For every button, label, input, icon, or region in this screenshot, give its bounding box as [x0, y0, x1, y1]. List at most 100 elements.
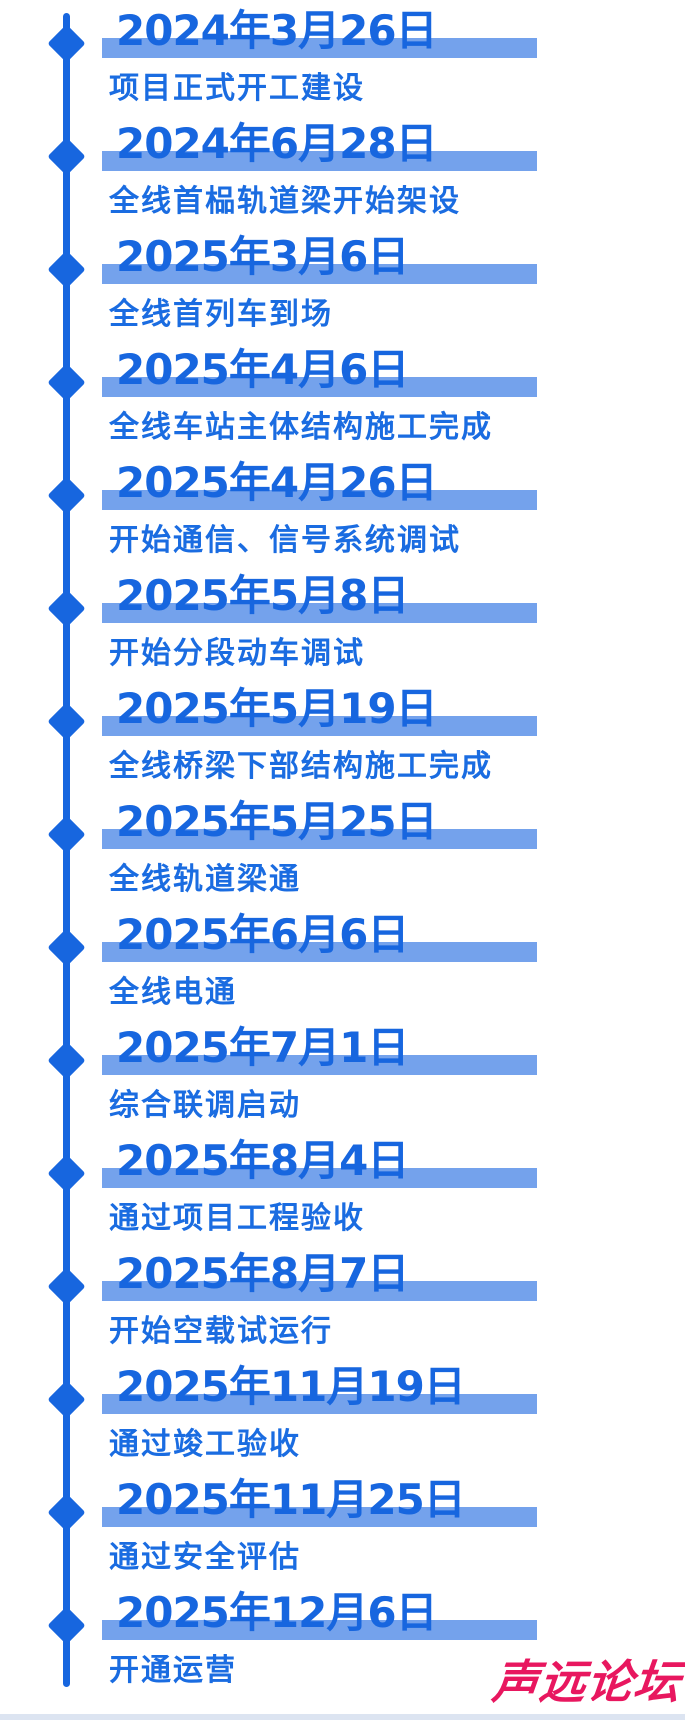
timeline-item: 2025年12月6日 开通运营 [0, 1592, 685, 1705]
watermark-logo: 声远论坛 [489, 1655, 684, 1709]
timeline-item: 2025年4月26日 开始通信、信号系统调试 [0, 462, 685, 575]
diamond-marker-icon [47, 1493, 86, 1532]
timeline-item: 2025年5月19日 全线桥梁下部结构施工完成 [0, 688, 685, 801]
milestone-date-row: 2025年7月1日 [102, 1023, 685, 1085]
milestone-description: 全线首列车到场 [109, 297, 333, 332]
milestone-date-row: 2024年6月28日 [102, 119, 685, 181]
milestone-description: 通过安全评估 [109, 1540, 301, 1575]
milestone-description: 开始通信、信号系统调试 [109, 523, 461, 558]
milestone-date-row: 2025年4月6日 [102, 345, 685, 407]
timeline-items: 2024年3月26日 项目正式开工建设 2024年6月28日 全线首榀轨道梁开始… [0, 10, 685, 1705]
milestone-date-row: 2025年5月8日 [102, 571, 685, 633]
milestone-description: 全线首榀轨道梁开始架设 [109, 184, 461, 219]
milestone-date: 2025年4月6日 [116, 345, 409, 394]
milestone-date: 2024年3月26日 [116, 6, 438, 55]
date-highlight-bar [102, 151, 537, 171]
milestone-date-row: 2025年3月6日 [102, 232, 685, 294]
diamond-marker-icon [47, 1267, 86, 1306]
date-highlight-bar [102, 829, 537, 849]
milestone-description: 通过竣工验收 [109, 1427, 301, 1462]
milestone-date-row: 2025年6月6日 [102, 910, 685, 972]
milestone-date: 2025年11月19日 [116, 1362, 466, 1411]
milestone-date-row: 2025年11月19日 [102, 1362, 685, 1424]
timeline-item: 2025年5月8日 开始分段动车调试 [0, 575, 685, 688]
timeline-item: 2025年8月7日 开始空载试运行 [0, 1253, 685, 1366]
milestone-content: 2025年12月6日 开通运营 [102, 1588, 685, 1688]
diamond-marker-icon [47, 250, 86, 289]
date-highlight-bar [102, 1620, 537, 1640]
milestone-content: 2025年8月4日 通过项目工程验收 [102, 1136, 685, 1234]
date-highlight-bar [102, 264, 537, 284]
timeline-item: 2025年7月1日 综合联调启动 [0, 1027, 685, 1140]
milestone-content: 2024年6月28日 全线首榀轨道梁开始架设 [102, 119, 685, 219]
milestone-content: 2025年11月19日 通过竣工验收 [102, 1362, 685, 1462]
milestone-content: 2025年5月8日 开始分段动车调试 [102, 571, 685, 671]
milestone-date-row: 2025年4月26日 [102, 458, 685, 520]
milestone-date-row: 2025年5月25日 [102, 797, 685, 859]
milestone-date: 2025年8月4日 [116, 1136, 409, 1185]
milestone-date: 2025年7月1日 [116, 1023, 409, 1072]
diamond-marker-icon [47, 702, 86, 741]
milestone-content: 2025年11月25日 通过安全评估 [102, 1475, 685, 1575]
date-highlight-bar [102, 490, 537, 510]
milestone-description: 全线车站主体结构施工完成 [109, 410, 493, 445]
timeline-item: 2025年8月4日 通过项目工程验收 [0, 1140, 685, 1253]
milestone-description: 开通运营 [109, 1653, 237, 1688]
milestone-content: 2025年6月6日 全线电通 [102, 910, 685, 1010]
milestone-description: 全线轨道梁通 [109, 862, 301, 897]
bottom-divider [0, 1714, 685, 1720]
milestone-content: 2025年3月6日 全线首列车到场 [102, 232, 685, 332]
diamond-marker-icon [47, 1606, 86, 1645]
milestone-description: 开始空载试运行 [109, 1314, 333, 1349]
timeline-item: 2025年3月6日 全线首列车到场 [0, 236, 685, 349]
timeline-item: 2025年11月19日 通过竣工验收 [0, 1366, 685, 1479]
milestone-content: 2025年5月19日 全线桥梁下部结构施工完成 [102, 684, 685, 784]
diamond-marker-icon [47, 815, 86, 854]
date-highlight-bar [102, 1281, 537, 1301]
diamond-marker-icon [47, 1380, 86, 1419]
milestone-date: 2025年4月26日 [116, 458, 438, 507]
milestone-date: 2025年5月8日 [116, 571, 409, 620]
date-highlight-bar [102, 1168, 537, 1188]
milestone-date: 2025年6月6日 [116, 910, 409, 959]
timeline-item: 2025年6月6日 全线电通 [0, 914, 685, 1027]
milestone-content: 2025年8月7日 开始空载试运行 [102, 1249, 685, 1349]
milestone-description: 开始分段动车调试 [109, 636, 365, 671]
milestone-content: 2024年3月26日 项目正式开工建设 [102, 6, 685, 104]
diamond-marker-icon [47, 1154, 86, 1193]
milestone-date: 2025年5月19日 [116, 684, 438, 733]
timeline-item: 2025年4月6日 全线车站主体结构施工完成 [0, 349, 685, 462]
diamond-marker-icon [47, 1041, 86, 1080]
milestone-date-row: 2025年12月6日 [102, 1588, 685, 1650]
date-highlight-bar [102, 603, 537, 623]
milestone-date-row: 2025年8月4日 [102, 1136, 685, 1198]
timeline-item: 2025年11月25日 通过安全评估 [0, 1479, 685, 1592]
milestone-date-row: 2025年5月19日 [102, 684, 685, 746]
milestone-date: 2025年12月6日 [116, 1588, 438, 1637]
timeline-item: 2024年6月28日 全线首榀轨道梁开始架设 [0, 123, 685, 236]
diamond-marker-icon [47, 589, 86, 628]
milestone-description: 综合联调启动 [109, 1088, 301, 1123]
milestone-date-row: 2025年8月7日 [102, 1249, 685, 1311]
milestone-description: 全线电通 [109, 975, 237, 1010]
milestone-date: 2024年6月28日 [116, 119, 438, 168]
milestone-date: 2025年11月25日 [116, 1475, 466, 1524]
date-highlight-bar [102, 1507, 537, 1527]
diamond-marker-icon [47, 476, 86, 515]
milestone-content: 2025年4月6日 全线车站主体结构施工完成 [102, 345, 685, 445]
diamond-marker-icon [47, 363, 86, 402]
milestone-content: 2025年5月25日 全线轨道梁通 [102, 797, 685, 897]
date-highlight-bar [102, 1055, 537, 1075]
milestone-date: 2025年8月7日 [116, 1249, 409, 1298]
date-highlight-bar [102, 942, 537, 962]
diamond-marker-icon [47, 24, 86, 63]
milestone-date: 2025年3月6日 [116, 232, 409, 281]
milestone-description: 全线桥梁下部结构施工完成 [109, 749, 493, 784]
date-highlight-bar [102, 1394, 537, 1414]
date-highlight-bar [102, 38, 537, 58]
milestone-date-row: 2024年3月26日 [102, 6, 685, 68]
diamond-marker-icon [47, 137, 86, 176]
milestone-date: 2025年5月25日 [116, 797, 438, 846]
diamond-marker-icon [47, 928, 86, 967]
